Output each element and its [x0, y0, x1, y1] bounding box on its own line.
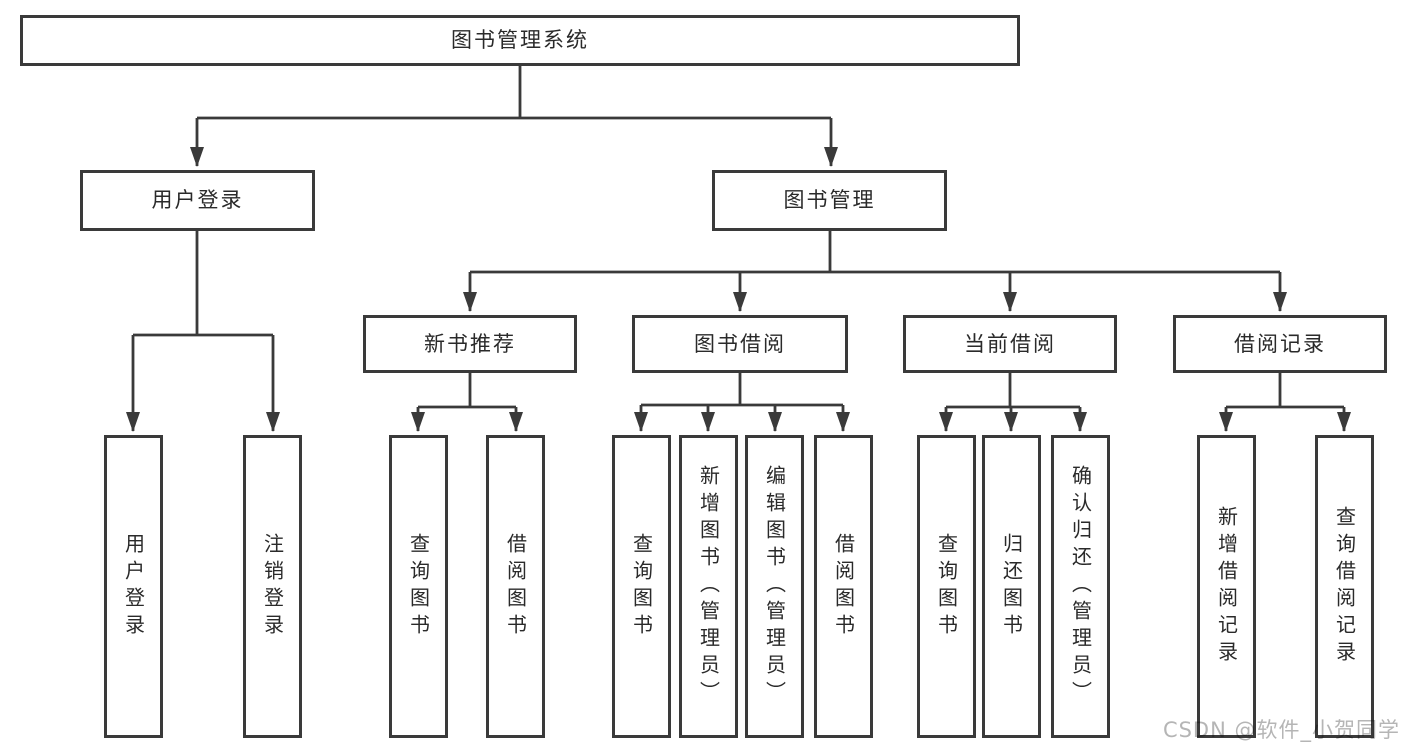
leaf-borrow-books-borrowing: 借阅图书	[814, 435, 873, 738]
node-label: 借阅图书	[503, 532, 528, 641]
node-borrowing-records: 借阅记录	[1173, 315, 1387, 373]
leaf-query-books-recommend: 查询图书	[389, 435, 448, 738]
node-new-book-recommendation: 新书推荐	[363, 315, 577, 373]
node-label: 查询图书	[406, 532, 431, 641]
node-label: 图书管理	[783, 188, 876, 212]
leaf-borrow-books-recommend: 借阅图书	[486, 435, 545, 738]
node-label: 查询借阅记录	[1332, 505, 1357, 668]
leaf-confirm-return-admin: 确认归还（管理员）	[1051, 435, 1110, 738]
node-label: 新书推荐	[424, 331, 516, 356]
node-label: 归还图书	[999, 532, 1024, 641]
node-label: 图书管理系统	[451, 28, 589, 52]
node-label: 查询图书	[934, 532, 959, 641]
node-user-login: 用户登录	[80, 170, 315, 231]
node-label: 查询图书	[629, 532, 654, 641]
node-label: 注销登录	[260, 532, 285, 641]
node-label: 借阅记录	[1234, 331, 1326, 356]
node-label: 新增图书（管理员）	[696, 465, 721, 708]
node-label: 确认归还（管理员）	[1068, 465, 1093, 708]
node-book-borrowing: 图书借阅	[632, 315, 848, 373]
node-current-borrowing: 当前借阅	[903, 315, 1117, 373]
node-root-library-management-system: 图书管理系统	[20, 15, 1020, 66]
leaf-add-books-admin: 新增图书（管理员）	[679, 435, 738, 738]
node-label: 用户登录	[151, 188, 244, 212]
node-label: 新增借阅记录	[1214, 505, 1239, 668]
node-label: 图书借阅	[694, 331, 786, 356]
leaf-add-borrow-record: 新增借阅记录	[1197, 435, 1256, 738]
leaf-query-books-current: 查询图书	[917, 435, 976, 738]
node-book-management: 图书管理	[712, 170, 947, 231]
node-label: 借阅图书	[831, 532, 856, 641]
leaf-logout: 注销登录	[243, 435, 302, 738]
csdn-watermark: CSDN @软件_小贺同学	[1162, 718, 1400, 742]
leaf-query-books-borrowing: 查询图书	[612, 435, 671, 738]
node-label: 用户登录	[121, 532, 146, 641]
leaf-return-books: 归还图书	[982, 435, 1041, 738]
node-label: 当前借阅	[964, 331, 1056, 356]
leaf-edit-books-admin: 编辑图书（管理员）	[745, 435, 804, 738]
node-label: 编辑图书（管理员）	[762, 465, 787, 708]
leaf-user-login: 用户登录	[104, 435, 163, 738]
leaf-query-borrow-record: 查询借阅记录	[1315, 435, 1374, 738]
